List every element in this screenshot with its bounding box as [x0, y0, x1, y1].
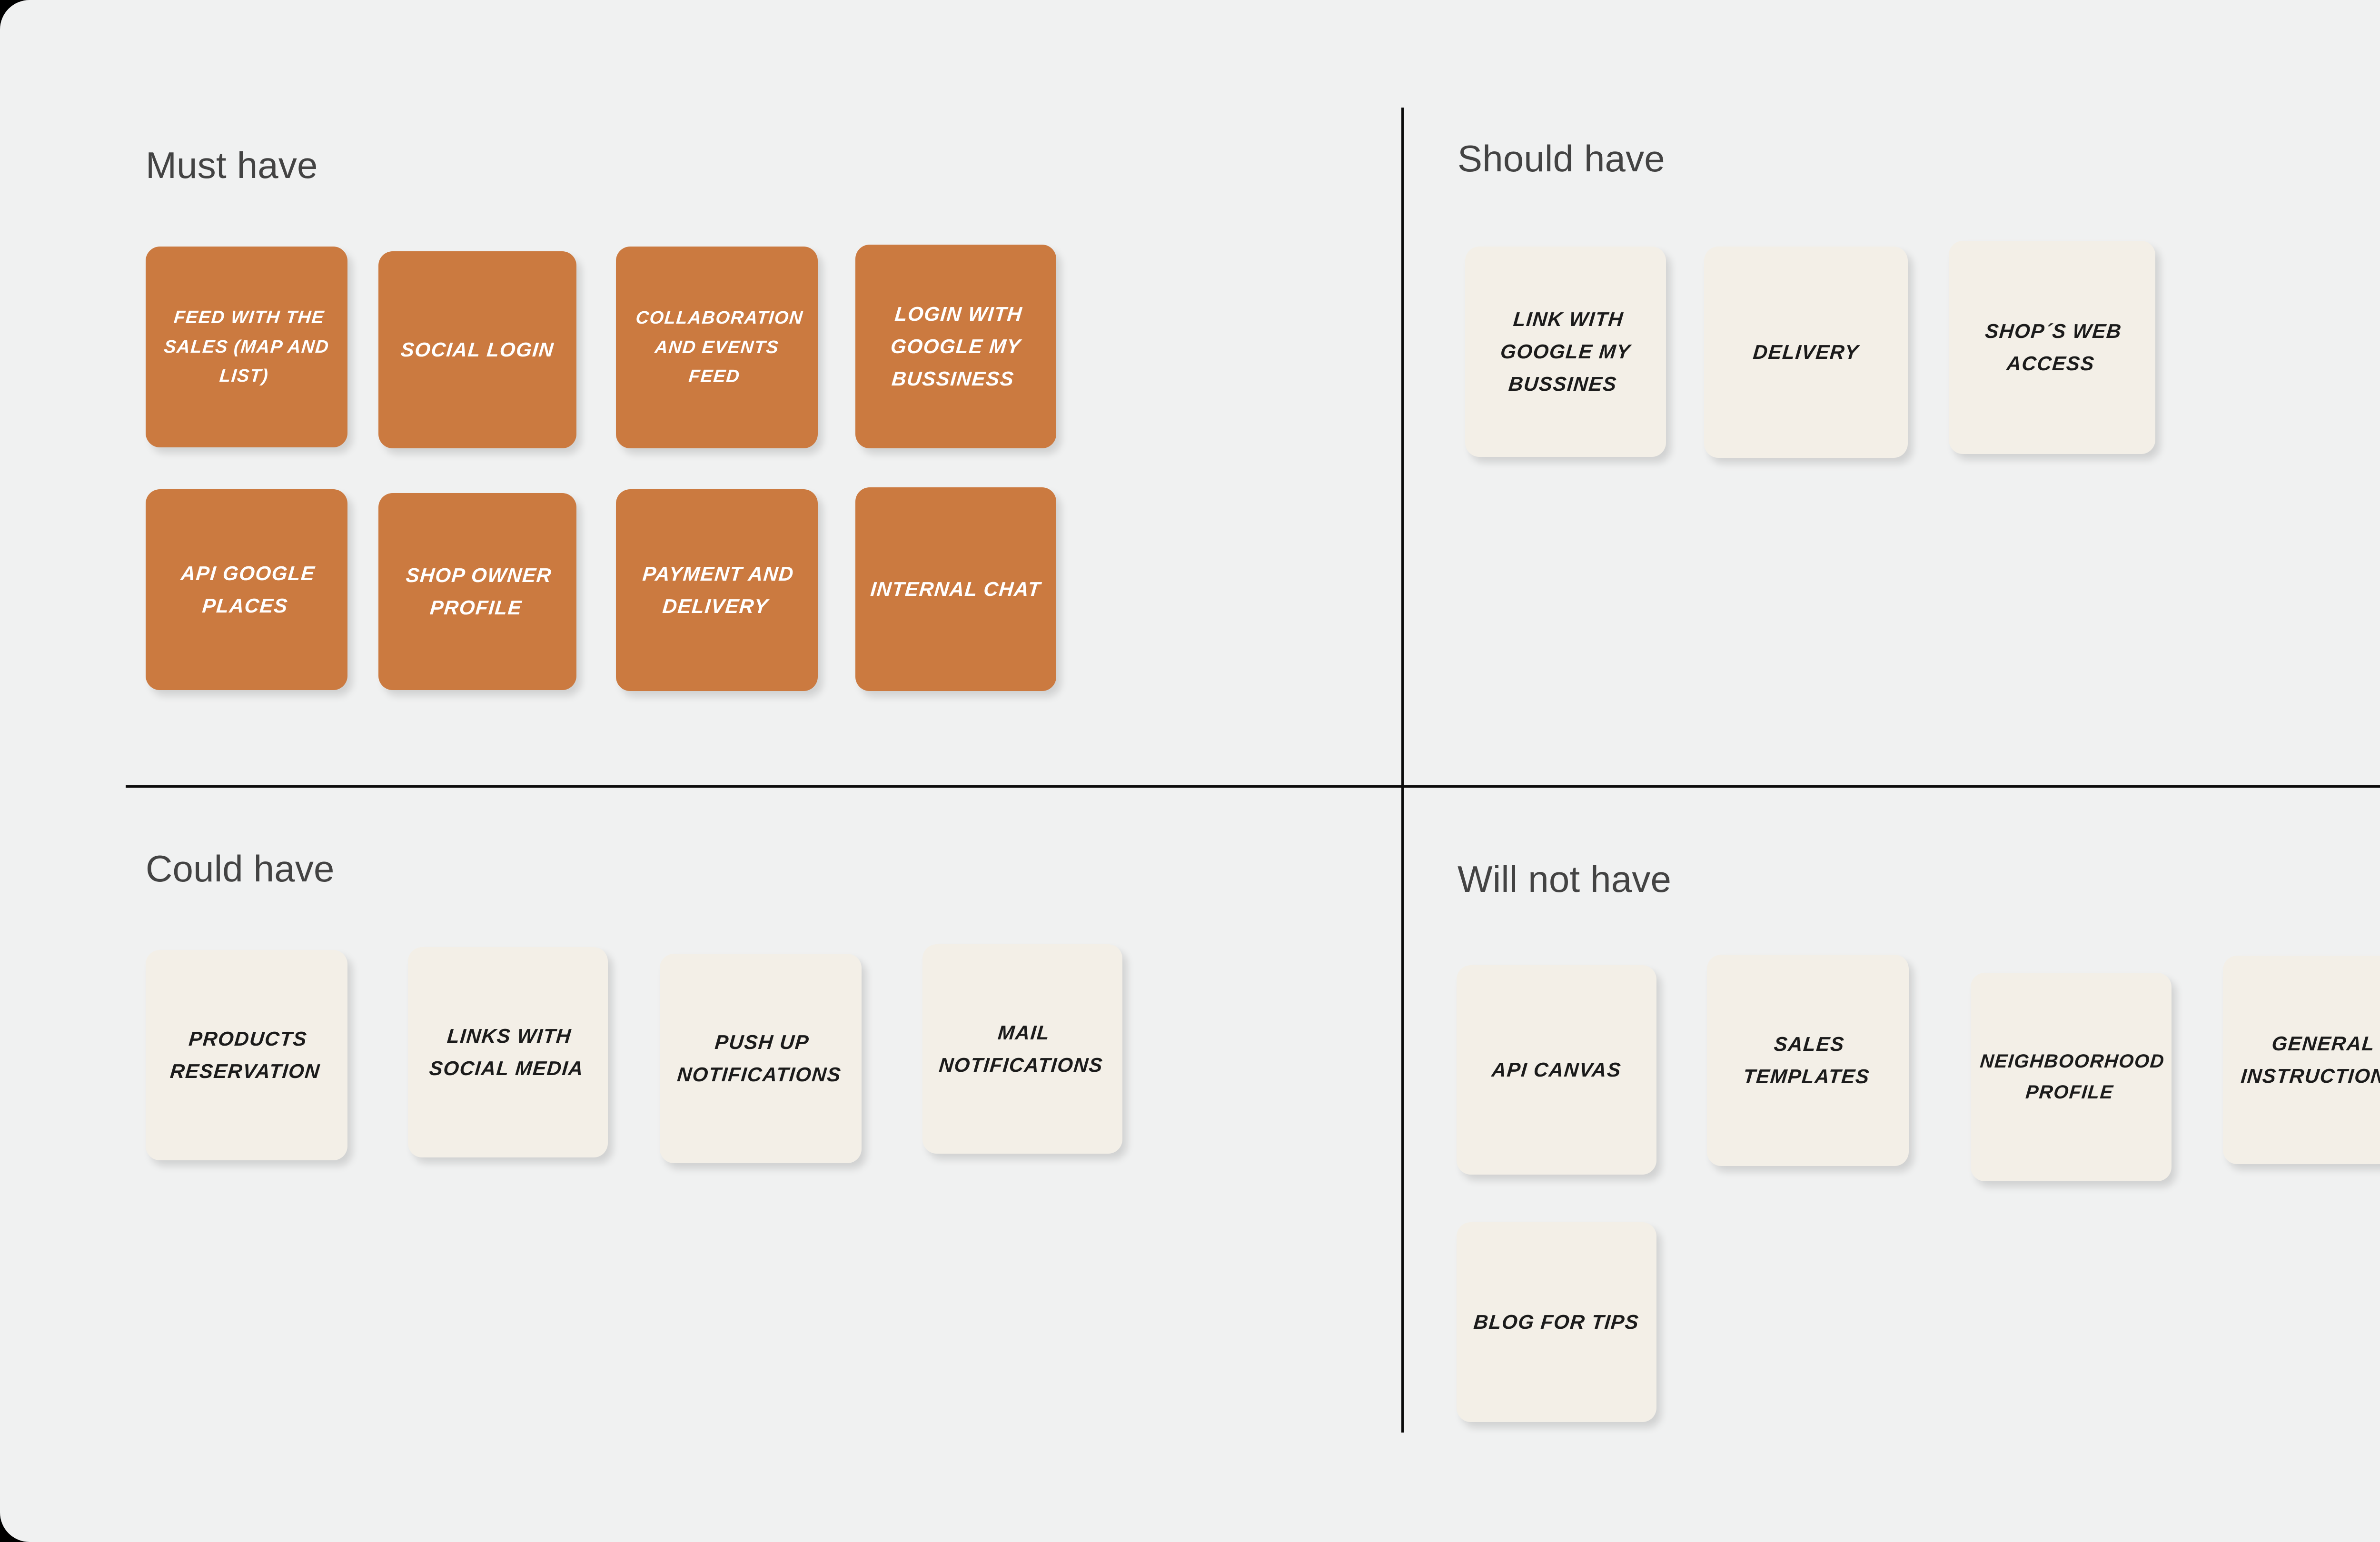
- sticky-note-must-have[interactable]: INTERNAL CHAT: [855, 487, 1056, 691]
- sticky-note-should-have[interactable]: DELIVERY: [1704, 247, 1908, 458]
- sticky-note-label: MAIL NOTIFICATIONS: [938, 1021, 1104, 1076]
- sticky-note-label: PUSH UP NOTIFICATIONS: [676, 1030, 843, 1086]
- sticky-note-should-have[interactable]: LINK WITH GOOGLE MY BUSSINES: [1465, 247, 1666, 457]
- sticky-note-label: SALES TEMPLATES: [1742, 1032, 1871, 1087]
- sticky-note-label: SHOP´S WEB ACCESS: [1984, 319, 2123, 375]
- sticky-note-must-have[interactable]: SHOP OWNER PROFILE: [378, 493, 576, 690]
- sticky-note-label: SOCIAL LOGIN: [400, 338, 555, 361]
- quadrant-title-must-have: Must have: [146, 144, 318, 186]
- sticky-note-must-have[interactable]: FEED WITH THE SALES (MAP AND LIST): [146, 247, 347, 447]
- sticky-note-label: DELIVERY: [1752, 340, 1860, 363]
- sticky-note-label: PAYMENT AND DELIVERY: [642, 562, 795, 617]
- sticky-note-will-not-have[interactable]: BLOG FOR TIPS: [1457, 1222, 1656, 1422]
- sticky-note-could-have[interactable]: PUSH UP NOTIFICATIONS: [660, 954, 862, 1163]
- sticky-note-must-have[interactable]: API GOOGLE PLACES: [146, 489, 347, 690]
- sticky-note-label: BLOG FOR TIPS: [1473, 1310, 1640, 1333]
- sticky-note-label: COLLABORATION AND EVENTS FEED: [635, 307, 804, 386]
- sticky-note-will-not-have[interactable]: GENERAL INSTRUCTIONS: [2223, 956, 2380, 1164]
- sticky-note-must-have[interactable]: PAYMENT AND DELIVERY: [616, 489, 818, 691]
- sticky-note-label: API GOOGLE PLACES: [179, 562, 317, 617]
- sticky-note-must-have[interactable]: COLLABORATION AND EVENTS FEED: [616, 247, 818, 448]
- sticky-note-label: PRODUCTS RESERVATION: [169, 1027, 321, 1082]
- sticky-note-label: LOGIN WITH GOOGLE MY BUSSINESS: [890, 302, 1024, 390]
- sticky-note-label: LINK WITH GOOGLE MY BUSSINES: [1499, 307, 1632, 395]
- sticky-note-could-have[interactable]: LINKS WITH SOCIAL MEDIA: [408, 947, 608, 1157]
- horizontal-divider: [126, 785, 2380, 788]
- sticky-note-label: API CANVAS: [1491, 1058, 1623, 1081]
- sticky-note-could-have[interactable]: MAIL NOTIFICATIONS: [922, 944, 1122, 1154]
- quadrant-title-should-have: Should have: [1458, 138, 1665, 179]
- sticky-note-label: FEED WITH THE SALES (MAP AND LIST): [163, 307, 330, 386]
- quadrant-title-could-have: Could have: [146, 848, 335, 890]
- sticky-note-label: LINKS WITH SOCIAL MEDIA: [428, 1024, 585, 1079]
- sticky-note-label: INTERNAL CHAT: [870, 577, 1042, 600]
- sticky-note-could-have[interactable]: PRODUCTS RESERVATION: [146, 950, 347, 1160]
- sticky-note-will-not-have[interactable]: API CANVAS: [1457, 965, 1656, 1175]
- sticky-note-label: GENERAL INSTRUCTIONS: [2240, 1032, 2380, 1087]
- sticky-note-will-not-have[interactable]: SALES TEMPLATES: [1707, 955, 1909, 1166]
- sticky-note-will-not-have[interactable]: NEIGHBOORHOOD PROFILE: [1971, 973, 2172, 1181]
- quadrant-title-will-not-have: Will not have: [1458, 858, 1672, 900]
- sticky-note-label: SHOP OWNER PROFILE: [405, 563, 553, 619]
- sticky-note-label: NEIGHBOORHOOD PROFILE: [1979, 1051, 2166, 1103]
- sticky-note-must-have[interactable]: SOCIAL LOGIN: [378, 251, 576, 448]
- sticky-note-should-have[interactable]: SHOP´S WEB ACCESS: [1949, 241, 2155, 454]
- vertical-divider: [1401, 108, 1404, 1433]
- sticky-note-must-have[interactable]: LOGIN WITH GOOGLE MY BUSSINESS: [855, 245, 1056, 448]
